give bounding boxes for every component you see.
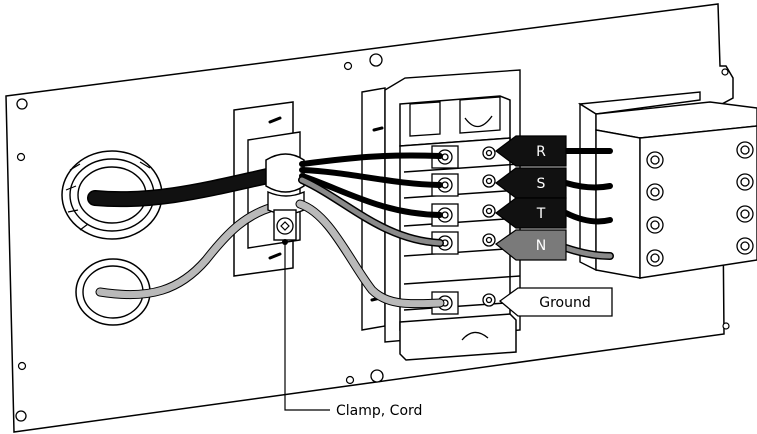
ground-wire-entry (96, 202, 280, 299)
tag-t-label: T (536, 206, 546, 222)
panel-hole (16, 152, 26, 162)
panel-hole (15, 410, 27, 422)
cord-clamp (265, 153, 305, 245)
ground-callout: Ground (498, 287, 613, 317)
panel-hole (369, 53, 383, 67)
panel-hole (721, 68, 729, 76)
panel-hole (345, 375, 355, 385)
terminal-block (361, 69, 521, 361)
wire-r (299, 152, 443, 167)
terminal-screws-right (482, 146, 496, 307)
panel-hole (722, 322, 730, 330)
wire-ground (295, 199, 445, 309)
tag-r: R (495, 135, 567, 167)
clamp-callout: Clamp, Cord (284, 242, 422, 419)
breaker-block (577, 91, 757, 279)
tag-s: S (495, 167, 567, 199)
wire-s (299, 167, 443, 188)
tag-t: T (495, 197, 567, 229)
tag-s-label: S (537, 176, 546, 192)
panel-hole (17, 361, 27, 371)
wire-t (299, 173, 443, 218)
panel-hole (16, 98, 28, 110)
panel-hole (370, 369, 384, 383)
main-cable (88, 165, 293, 206)
output-wires (562, 148, 614, 260)
ground-label: Ground (539, 295, 591, 311)
panel-hole (343, 61, 353, 71)
wire-n (298, 176, 444, 247)
tag-n: N (494, 229, 567, 261)
tag-n-label: N (536, 238, 546, 254)
tag-r-label: R (536, 144, 546, 160)
clamp-label: Clamp, Cord (336, 403, 422, 419)
